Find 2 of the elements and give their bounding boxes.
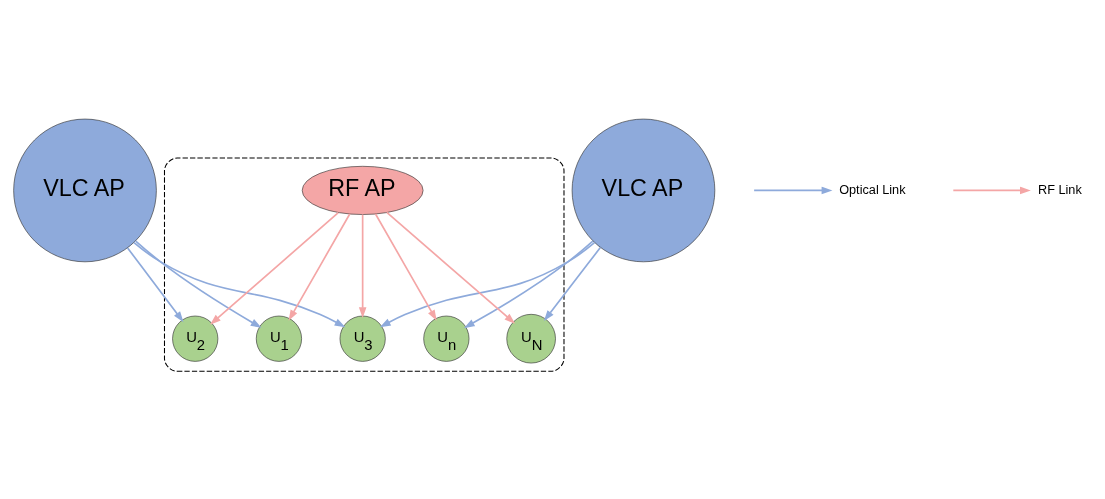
legend-label: Optical Link bbox=[839, 181, 906, 197]
legend-label: RF Link bbox=[1038, 181, 1082, 197]
